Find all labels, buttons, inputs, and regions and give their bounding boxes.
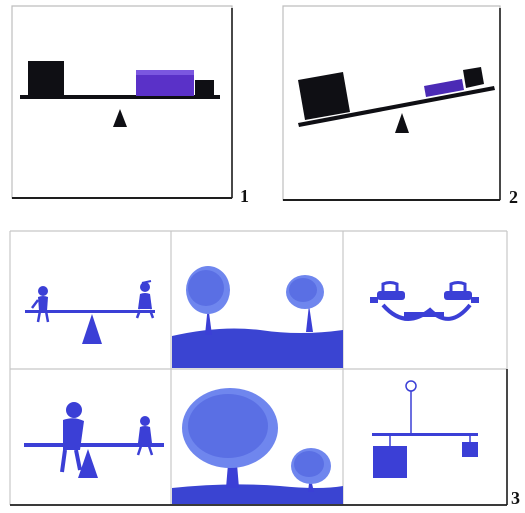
trees-large <box>172 388 343 504</box>
panel-2-weight-left <box>298 72 350 120</box>
panel-1 <box>12 6 232 198</box>
seesaw-small <box>25 281 155 344</box>
panel-1-weight-left <box>28 61 64 96</box>
panel-1-number: 1 <box>240 186 249 207</box>
panel-2 <box>283 6 500 200</box>
panel-2-fulcrum <box>395 113 409 133</box>
panel-1-frame <box>12 6 232 198</box>
trees-small <box>172 266 343 368</box>
seesaw-chairs <box>370 283 479 319</box>
panel-3 <box>10 231 507 505</box>
panel-2-weight-small <box>463 67 484 88</box>
panel-1-weight-small <box>195 80 214 96</box>
panel-1-fulcrum <box>113 109 127 127</box>
seesaw-large <box>24 402 164 478</box>
hanging-balance <box>372 381 478 478</box>
panel-2-number: 2 <box>509 187 518 208</box>
panel-3-number: 3 <box>511 488 520 509</box>
